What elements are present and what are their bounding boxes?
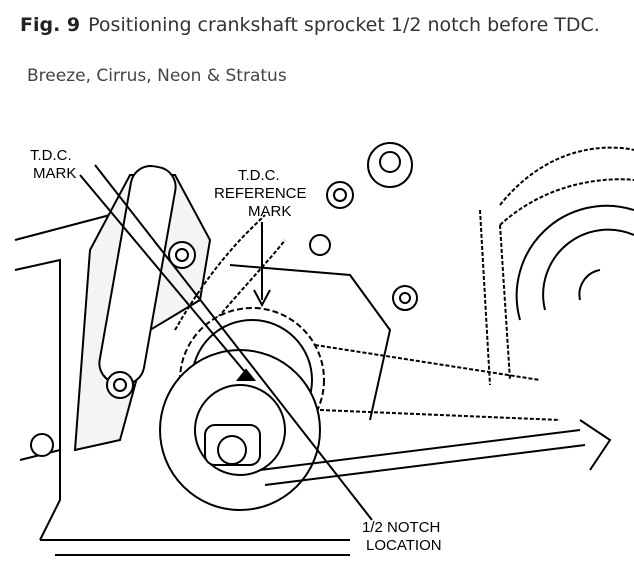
labels: T.D.C. MARK T.D.C. REFERENCE MARK 1/2 NO… — [30, 147, 442, 554]
tdc-mark-triangle — [235, 368, 257, 381]
figure-title: Fig. 9 Positioning crankshaft sprocket 1/… — [20, 14, 600, 36]
label-ref-mark-line3: MARK — [248, 203, 291, 220]
wrench — [259, 419, 612, 486]
figure-caption: Positioning crankshaft sprocket 1/2 notc… — [88, 14, 600, 36]
leader-lines — [79, 164, 373, 521]
label-ref-mark-line2: REFERENCE — [214, 185, 307, 202]
label-notch-line2: LOCATION — [366, 537, 442, 554]
label-tdc-mark-line2: MARK — [33, 165, 76, 182]
engine-block-outline — [14, 214, 392, 556]
label-notch: 1/2 NOTCH — [362, 519, 440, 536]
applies-to: Breeze, Cirrus, Neon & Stratus — [27, 66, 287, 86]
label-tdc-mark: T.D.C. — [30, 147, 72, 164]
bolts — [30, 142, 418, 457]
figure-number: Fig. 9 — [20, 14, 81, 36]
label-ref-mark: T.D.C. — [238, 167, 280, 184]
timing-belt — [174, 146, 634, 421]
camshaft-pulley — [515, 204, 634, 321]
crankshaft-sprocket — [159, 307, 325, 511]
